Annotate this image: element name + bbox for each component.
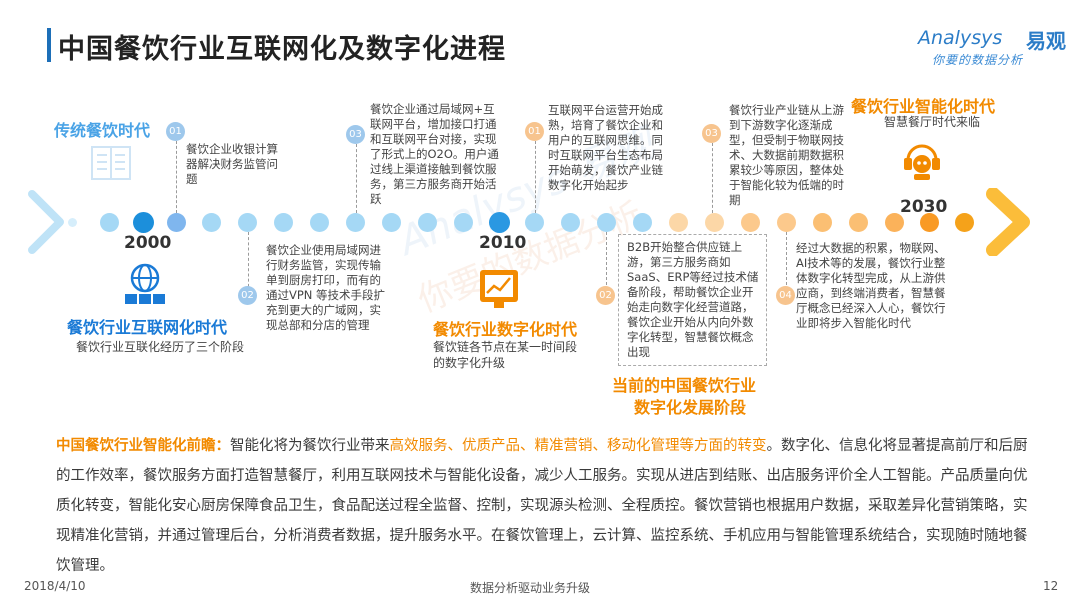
current-stage-line2: 数字化发展阶段	[634, 398, 747, 417]
connector-line	[535, 141, 536, 213]
timeline-dot	[454, 213, 473, 232]
footer-slogan: 数据分析驱动业务升级	[470, 581, 591, 595]
connector-line	[356, 144, 357, 213]
step-text-digital-01: 互联网平台运营开始成熟，培育了餐饮企业和用户的互联网思维。同时互联网平台生态布局…	[548, 103, 663, 192]
timeline-dot	[849, 213, 868, 232]
timeline-start-chevron-icon	[28, 190, 64, 254]
timeline-dot	[274, 213, 293, 232]
timeline-dot	[777, 213, 796, 232]
timeline-dot-2030	[920, 213, 939, 232]
timeline-dot	[167, 213, 186, 232]
timeline-dot	[418, 213, 437, 232]
connector-line	[712, 143, 713, 213]
page-title: 中国餐饮行业互联网化及数字化进程	[58, 34, 506, 65]
step-badge-digital-04: 04	[776, 286, 795, 305]
timeline-dot	[597, 213, 616, 232]
step-text-digital-04: 经过大数据的积累，物联网、AI技术等的发展，餐饮行业整体数字化转型完成，从上游供…	[796, 241, 946, 330]
timeline-dot-2000	[133, 212, 154, 233]
globe-network-icon	[125, 263, 165, 304]
step-badge-digital-02: 02	[596, 286, 615, 305]
connector-line	[176, 141, 177, 213]
timeline-dot	[68, 218, 77, 227]
timeline-dot	[705, 213, 724, 232]
digital-chart-icon	[480, 270, 518, 308]
ledger-book-icon	[91, 146, 131, 180]
logo-cn-text: 易观	[1026, 29, 1066, 53]
timeline-dot	[813, 213, 832, 232]
era-title-internet: 餐饮行业互联网化时代	[67, 318, 228, 337]
footer-date: 2018/4/10	[24, 579, 86, 593]
outlook-heading: 中国餐饮行业智能化前瞻：	[56, 438, 230, 454]
year-label-2030: 2030	[900, 197, 948, 217]
timeline-dot	[310, 213, 329, 232]
timeline-dot	[525, 213, 544, 232]
page-number: 12	[1043, 579, 1059, 593]
smart-robot-icon	[904, 144, 940, 180]
step-badge-digital-01: 01	[525, 122, 544, 141]
brand-logo: Analysys 易观 你要的数据分析	[918, 27, 1066, 71]
timeline-dot	[955, 213, 974, 232]
timeline-dot	[346, 213, 365, 232]
step-badge-internet-03: 03	[346, 125, 365, 144]
step-text-digital-03: 餐饮行业产业链从上游到下游数字化逐渐成型，但受制于物联网技术、大数据前期数据积累…	[729, 103, 844, 207]
logo-en-text: Analysys	[918, 27, 1003, 49]
timeline-dot	[669, 213, 688, 232]
timeline-dot	[382, 213, 401, 232]
era-title-traditional: 传统餐饮时代	[54, 121, 151, 140]
year-label-2010: 2010	[479, 233, 527, 253]
timeline-dot	[633, 213, 652, 232]
timeline-dot	[100, 213, 119, 232]
outlook-intro: 智能化将为餐饮行业带来	[230, 438, 390, 454]
year-label-2000: 2000	[124, 233, 172, 253]
timeline-dot	[741, 213, 760, 232]
step-badge-digital-03: 03	[702, 124, 721, 143]
step-text-internet-03: 餐饮企业通过局域网+互联网平台，增加接口打通和互联网平台对接，实现了形式上的O2…	[370, 102, 499, 206]
timeline-end-chevron-icon	[986, 188, 1030, 256]
era-desc-smart: 智慧餐厅时代来临	[884, 115, 981, 129]
logo-tagline: 你要的数据分析	[932, 53, 1024, 67]
timeline-dot	[238, 213, 257, 232]
current-stage-box	[618, 234, 767, 366]
connector-line	[786, 232, 787, 290]
current-stage-line1: 当前的中国餐饮行业	[612, 376, 757, 395]
step-text-digital-02: B2B开始整合供应链上游，第三方服务商如SaaS、ERP等经过技术储备阶段，帮助…	[627, 240, 759, 359]
step-badge-internet-02: 02	[238, 286, 257, 305]
step-text-internet-01: 餐饮企业收银计算器解决财务监管问题	[186, 142, 278, 186]
title-accent-bar	[47, 28, 51, 62]
era-desc-digital: 餐饮链各节点在某一时间段的数字化升级	[433, 340, 578, 370]
step-text-internet-02: 餐饮企业使用局域网进行财务监管，实现传输单到厨房打印，而有的通过VPN 等技术手…	[266, 243, 386, 332]
timeline-dot	[561, 213, 580, 232]
timeline-dot-2010	[489, 212, 510, 233]
connector-line	[606, 232, 607, 290]
timeline-dot	[885, 213, 904, 232]
era-title-digital: 餐饮行业数字化时代	[433, 320, 578, 339]
outlook-paragraph: 中国餐饮行业智能化前瞻：智能化将为餐饮行业带来高效服务、优质产品、精准营销、移动…	[56, 431, 1031, 581]
timeline-dot	[202, 213, 221, 232]
era-title-smart: 餐饮行业智能化时代	[851, 97, 996, 116]
outlook-highlight: 高效服务、优质产品、精准营销、移动化管理等方面的转变	[389, 438, 767, 454]
connector-line	[248, 232, 249, 292]
step-badge-internet-01: 01	[166, 122, 185, 141]
outlook-body: 。数字化、信息化将显著提高前厅和后厨的工作效率，餐饮服务方面打造智慧餐厅，利用互…	[56, 438, 1028, 574]
era-desc-internet: 餐饮行业互联化经历了三个阶段	[76, 340, 245, 354]
